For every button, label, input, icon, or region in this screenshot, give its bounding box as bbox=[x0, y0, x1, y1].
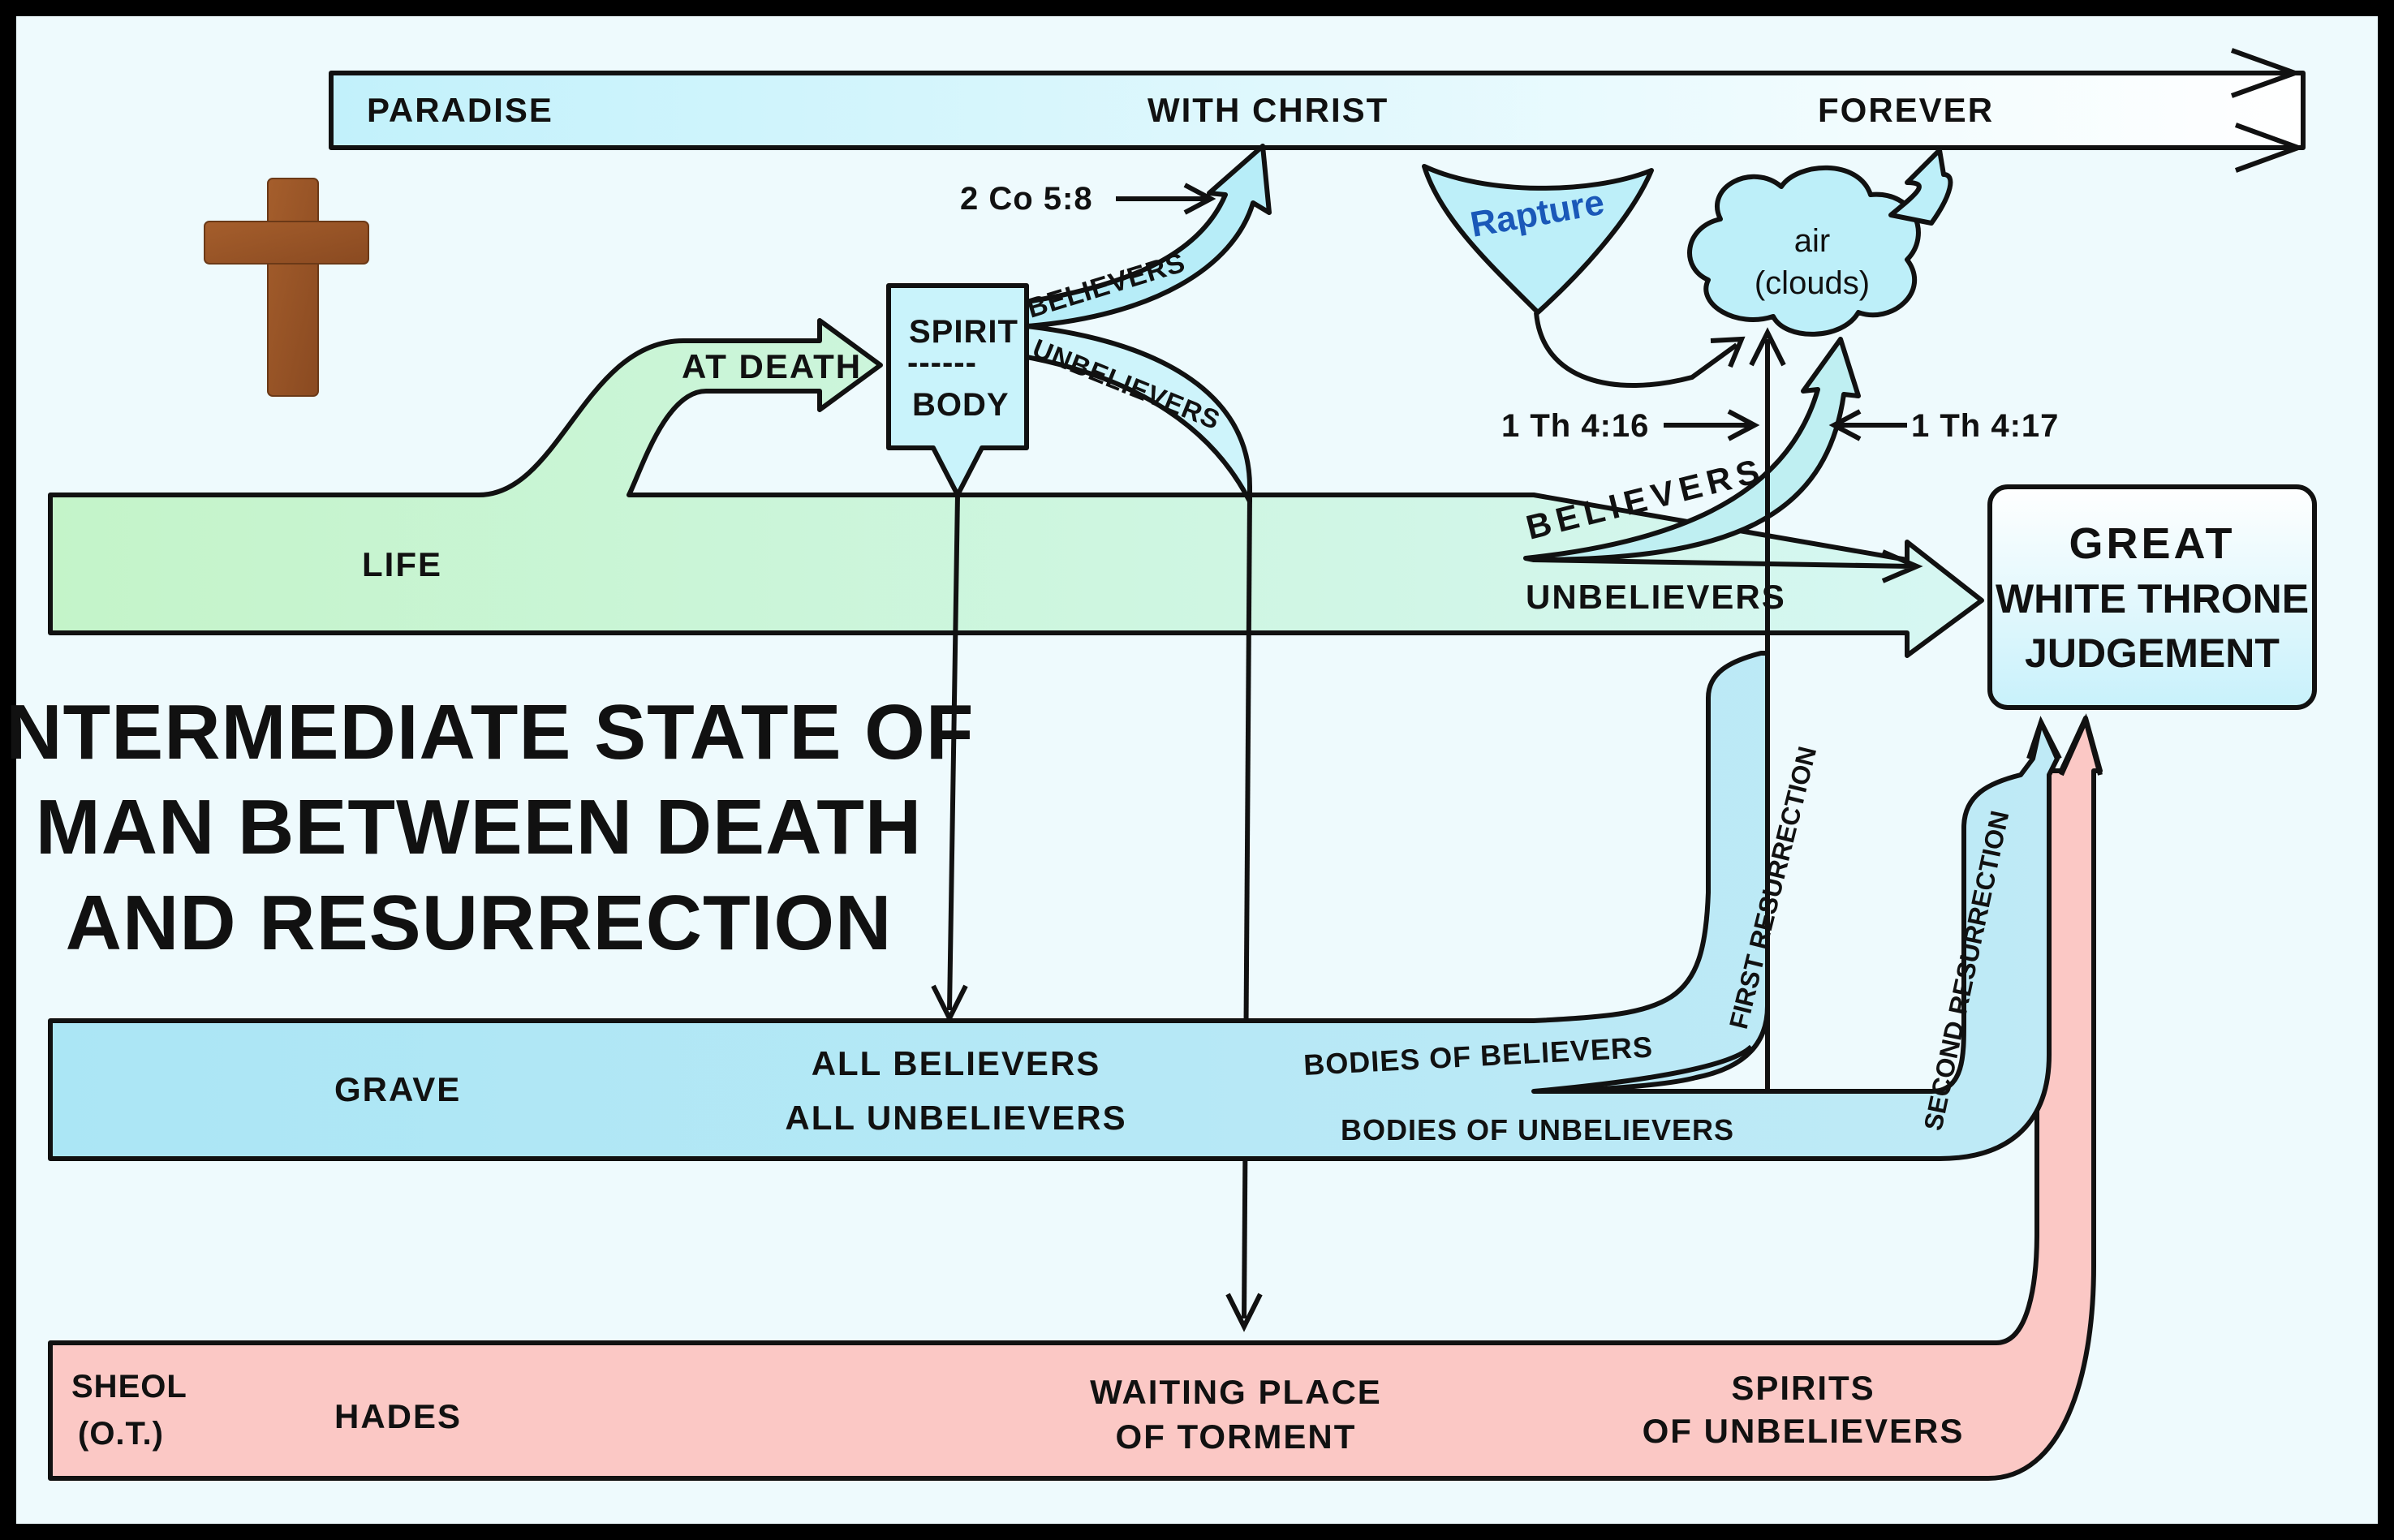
spirit-label: SPIRIT bbox=[909, 314, 1018, 350]
ref-2co-5-8: 2 Co 5:8 bbox=[960, 181, 1093, 217]
sheol-ot-label: (O.T.) bbox=[78, 1416, 164, 1452]
of-torment-label: OF TORMENT bbox=[1116, 1417, 1357, 1456]
life-band: LIFE AT DEATH UNBELIEVERS bbox=[48, 318, 1984, 658]
sheol-band: SHEOL (O.T.) HADES WAITING PLACE OF TORM… bbox=[48, 716, 2103, 1481]
of-unbelievers-label: OF UNBELIEVERS bbox=[1643, 1412, 1965, 1450]
first-resurrection-arrowhead bbox=[1749, 327, 1786, 367]
judgement-white-throne: WHITE THRONE bbox=[1996, 576, 2309, 622]
life-label: LIFE bbox=[362, 545, 442, 583]
grave-label: GRAVE bbox=[334, 1070, 461, 1108]
judgement-box: GREAT WHITE THRONE JUDGEMENT bbox=[1987, 484, 2317, 710]
hades-label: HADES bbox=[334, 1397, 462, 1435]
body-label: BODY bbox=[912, 387, 1010, 423]
cross-icon bbox=[204, 178, 369, 397]
all-unbelievers-label: ALL UNBELIEVERS bbox=[785, 1099, 1126, 1137]
unbelievers-to-judgement-arrow bbox=[1533, 549, 1923, 583]
sheol-label: SHEOL bbox=[71, 1369, 187, 1404]
spirit-to-torment-arrowhead bbox=[1225, 1293, 1263, 1332]
grave-to-judgement-arrowhead bbox=[2026, 716, 2062, 760]
ref-1th-4-16: 1 Th 4:16 bbox=[1501, 408, 1649, 444]
at-death-label: AT DEATH bbox=[682, 347, 862, 385]
ref-1th17-arrow bbox=[1828, 409, 1907, 441]
spirit-body-divider: ------ bbox=[907, 345, 977, 381]
diagram-title: INTERMEDIATE STATE OF MAN BETWEEN DEATH … bbox=[0, 689, 974, 966]
bodies-to-first-resurrection-line bbox=[1533, 1044, 1754, 1094]
spirits-label: SPIRITS bbox=[1731, 1369, 1875, 1407]
cloud-air-label: air bbox=[1794, 223, 1830, 259]
judgement-great: GREAT bbox=[2069, 519, 2236, 568]
all-believers-label: ALL BELIEVERS bbox=[812, 1044, 1101, 1082]
title-line-3: AND RESURRECTION bbox=[66, 880, 893, 966]
waiting-place-label: WAITING PLACE bbox=[1090, 1373, 1382, 1411]
title-line-2: MAN BETWEEN DEATH bbox=[36, 784, 923, 871]
rapture-to-cloud-line bbox=[1534, 312, 1738, 388]
cloud-to-forever-arrow bbox=[1888, 148, 1953, 226]
ref-2co-arrow bbox=[1116, 183, 1216, 215]
body-to-grave-line bbox=[947, 494, 960, 1011]
spirit-body-box: SPIRIT ------ BODY bbox=[886, 283, 1029, 497]
rapture-to-cloud-arrowhead bbox=[1710, 336, 1746, 368]
ref-1th16-arrow bbox=[1664, 409, 1760, 441]
cloud-icon: air (clouds) bbox=[1687, 165, 1921, 337]
forever-label: FOREVER bbox=[1818, 91, 1994, 129]
paradise-label: PARADISE bbox=[367, 91, 553, 129]
bodies-of-unbelievers-label: BODIES OF UNBELIEVERS bbox=[1341, 1113, 1734, 1146]
paradise-band: PARADISE WITH CHRIST FOREVER bbox=[329, 48, 2306, 173]
life-unbelievers-label: UNBELIEVERS bbox=[1526, 578, 1786, 616]
judgement-label: JUDGEMENT bbox=[2025, 630, 2280, 676]
spirit-to-torment-line bbox=[1242, 494, 1252, 1319]
rapture-bowl-icon: Rapture bbox=[1422, 164, 1654, 315]
ref-1th-4-17: 1 Th 4:17 bbox=[1911, 408, 2059, 444]
title-line-1: INTERMEDIATE STATE OF bbox=[0, 689, 974, 776]
sheol-to-judgement-arrowhead bbox=[2059, 713, 2103, 776]
with-christ-label: WITH CHRIST bbox=[1147, 91, 1389, 129]
cloud-clouds-label: (clouds) bbox=[1755, 265, 1870, 301]
